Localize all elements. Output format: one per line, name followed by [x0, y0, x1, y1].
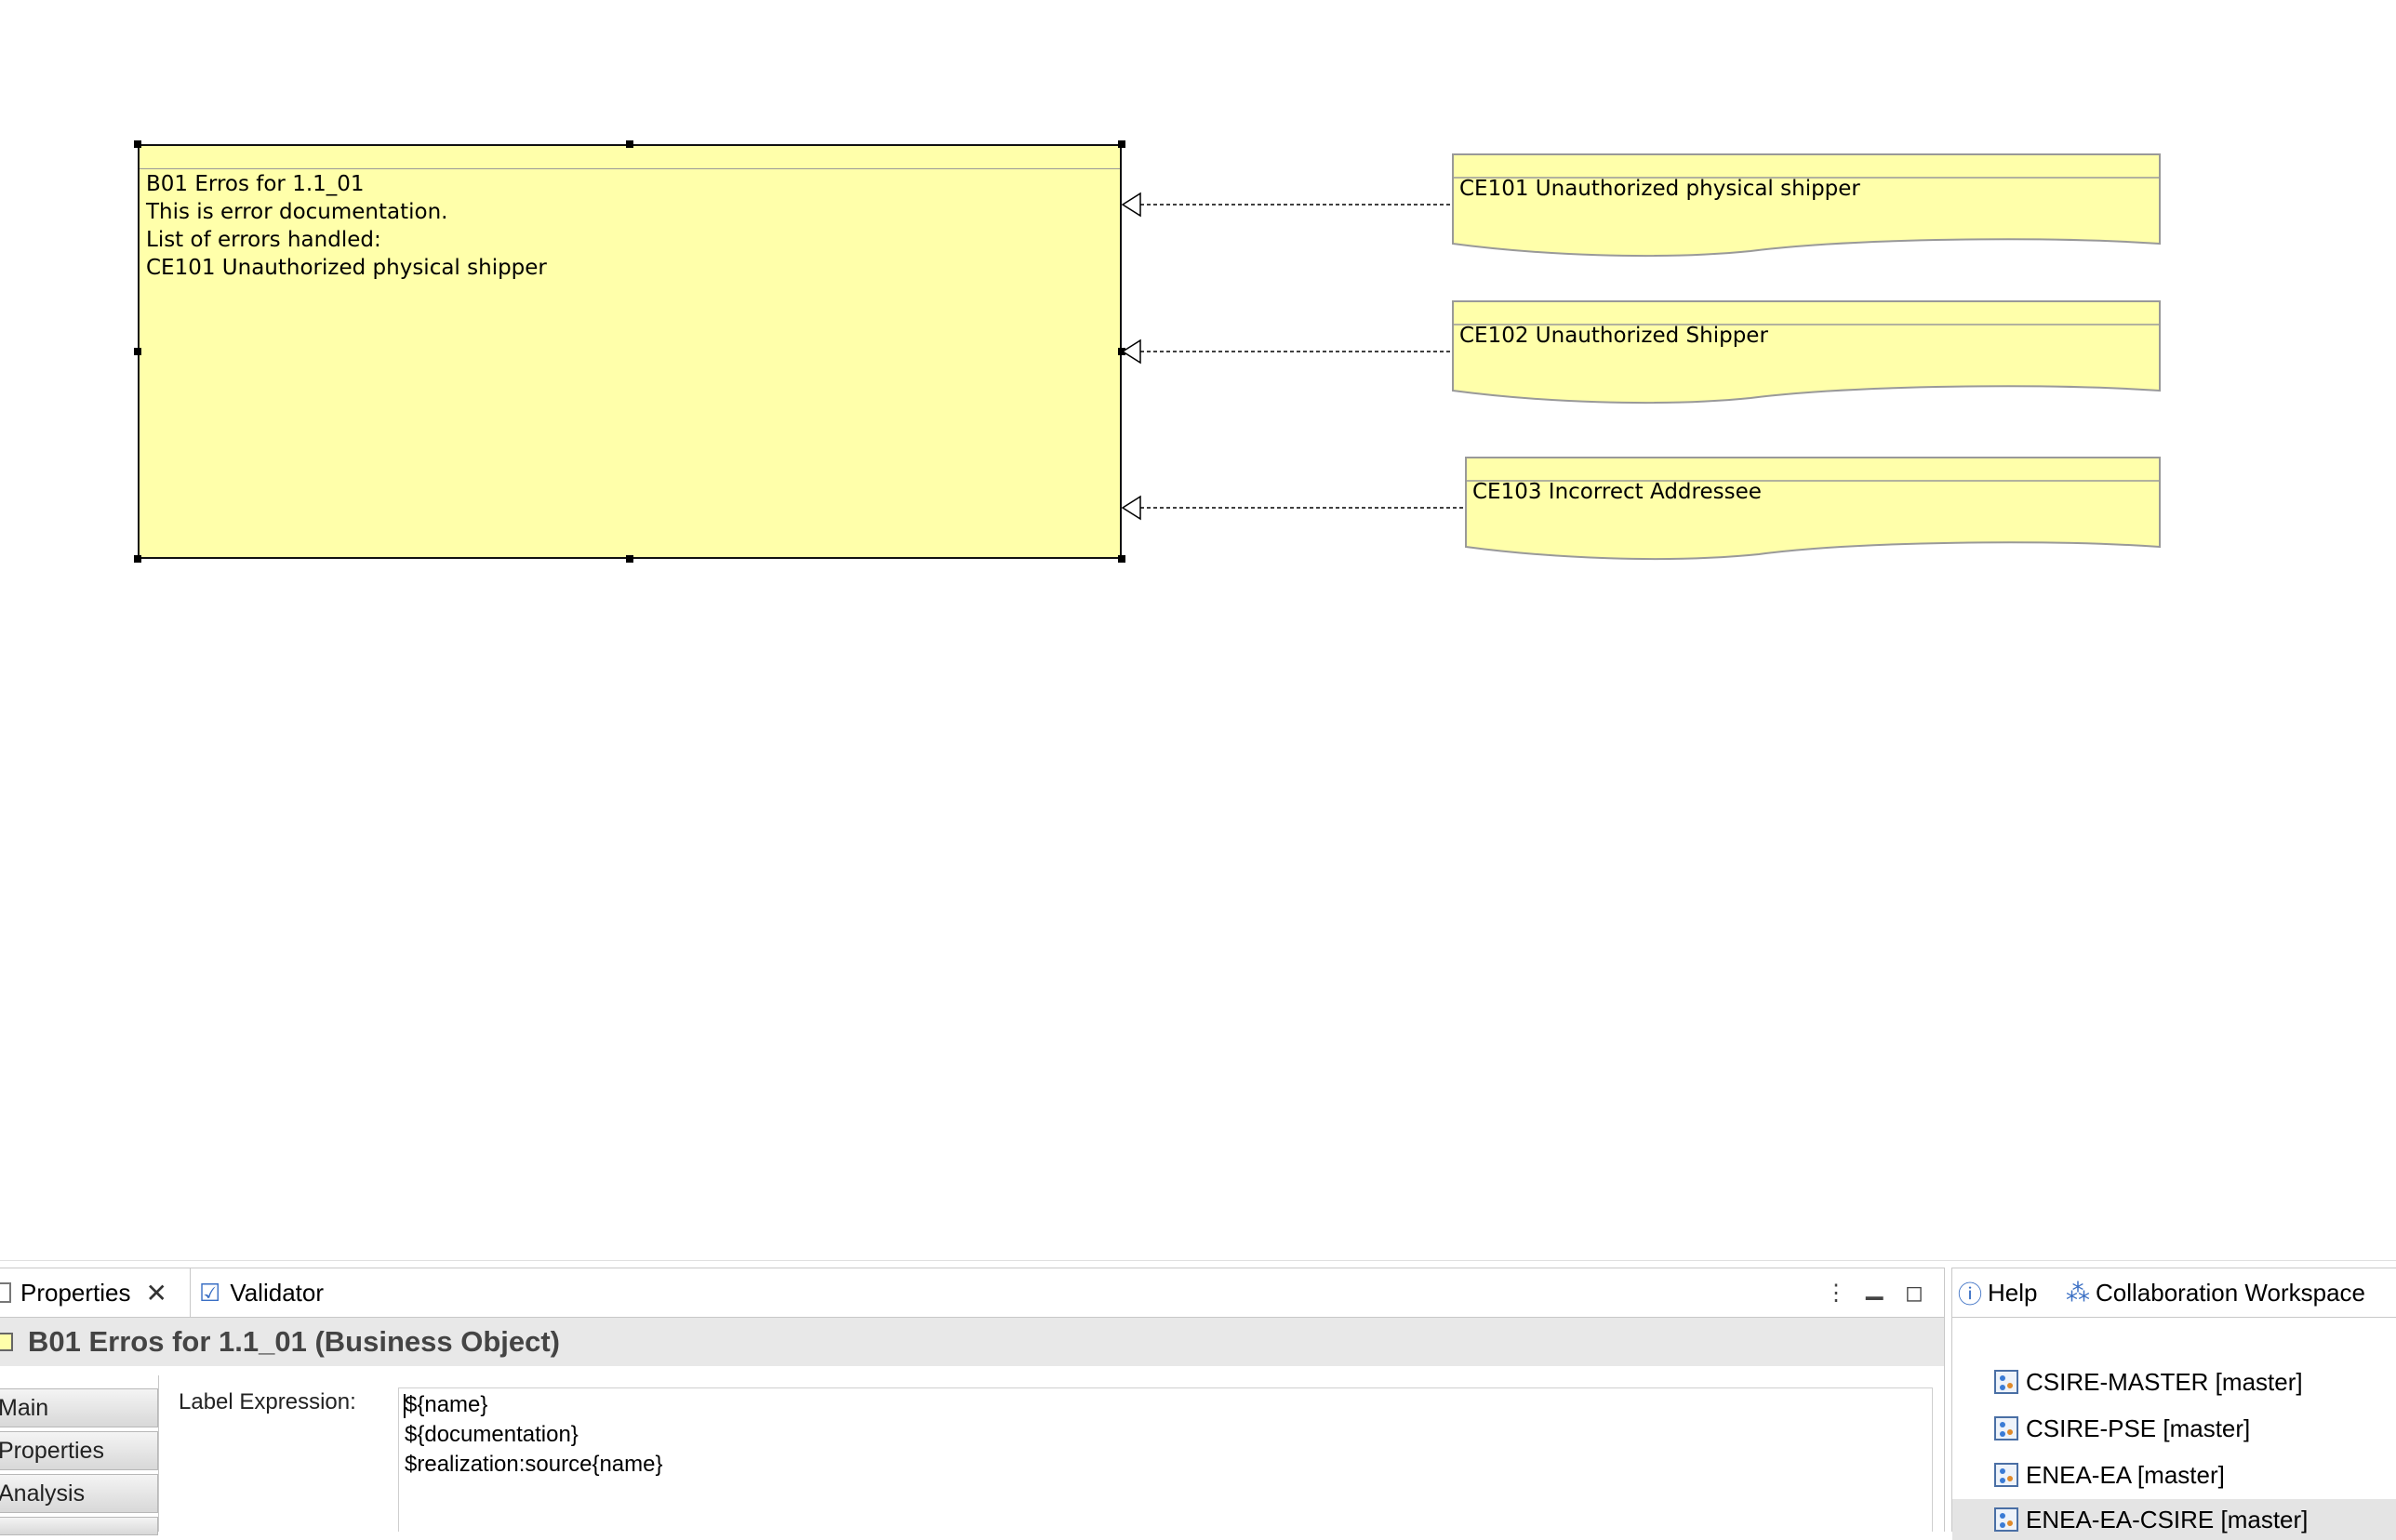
realization-connector[interactable]: [1116, 333, 1470, 389]
expression-line: ${name}: [405, 1392, 488, 1417]
repository-label: ENEA-EA [master]: [2026, 1460, 2225, 1489]
side-tab-more[interactable]: [0, 1517, 158, 1535]
note-header: [140, 146, 1120, 169]
main-note-line: B01 Erros for 1.1_01: [146, 172, 365, 196]
side-tab-label: Properties: [0, 1437, 104, 1464]
collaboration-panel: ⓘ Help ⁂ Collaboration Workspace CSIRE-M…: [1951, 1268, 2396, 1540]
repository-icon: [1994, 1416, 2018, 1440]
close-icon[interactable]: ✕: [145, 1278, 167, 1308]
tab-label: Properties: [20, 1278, 131, 1307]
side-tab-label: Analysis: [0, 1480, 86, 1507]
properties-titlebar: B01 Erros for 1.1_01 (Business Object): [0, 1318, 1944, 1366]
repository-item[interactable]: ENEA-EA [master]: [1994, 1454, 2396, 1495]
expression-line: ${documentation}: [405, 1422, 579, 1447]
divider: [158, 1375, 159, 1532]
collab-tabbar: ⓘ Help ⁂ Collaboration Workspace: [1952, 1268, 2396, 1318]
note-shape: [1452, 153, 2161, 258]
main-note-line: This is error documentation.: [146, 200, 448, 224]
repository-icon: [1994, 1463, 2018, 1487]
maximize-icon[interactable]: ◻: [1905, 1281, 1923, 1306]
repository-item[interactable]: CSIRE-PSE [master]: [1994, 1408, 2396, 1449]
error-note-text: CE103 Incorrect Addressee: [1472, 480, 1762, 504]
error-note-text: CE101 Unauthorized physical shipper: [1459, 177, 1860, 201]
help-icon: ⓘ: [1958, 1280, 1983, 1308]
repository-label: ENEA-EA-CSIRE [master]: [2026, 1505, 2309, 1533]
note-shape: [1452, 300, 2161, 405]
resize-handle-sw[interactable]: [134, 555, 141, 563]
resize-handle-se[interactable]: [1118, 555, 1125, 563]
collaboration-icon: ⁂: [2066, 1278, 2090, 1307]
error-note-text: CE102 Unauthorized Shipper: [1459, 324, 1768, 348]
side-tab-label: Main: [0, 1394, 49, 1421]
repository-icon: [1994, 1507, 2018, 1532]
tab-label: Help: [1988, 1278, 2038, 1307]
text-caret: [404, 1394, 406, 1418]
label-expression-field[interactable]: ${name} ${documentation} $realization:so…: [398, 1387, 1933, 1532]
tab-label: Collaboration Workspace: [2096, 1278, 2365, 1307]
tab-help[interactable]: ⓘ Help: [1958, 1268, 2058, 1317]
repository-item-selected[interactable]: ENEA-EA-CSIRE [master]: [1952, 1499, 2396, 1540]
validator-icon: ☑: [199, 1278, 221, 1307]
main-note-line: CE101 Unauthorized physical shipper: [146, 256, 547, 280]
repository-label: CSIRE-PSE [master]: [2026, 1414, 2251, 1442]
properties-tabbar: Properties ✕ ☑ Validator ⋮ ▁ ◻: [0, 1268, 1944, 1318]
note-shape: [1465, 457, 2161, 561]
view-menu-icon[interactable]: ⋮: [1825, 1281, 1847, 1306]
repository-icon: [1994, 1370, 2018, 1394]
repository-item[interactable]: CSIRE-MASTER [master]: [1994, 1361, 2396, 1402]
side-tab-properties[interactable]: Properties: [0, 1431, 158, 1470]
main-note-line: List of errors handled:: [146, 228, 381, 252]
tab-properties[interactable]: Properties ✕: [0, 1268, 191, 1317]
realization-connector[interactable]: [1116, 489, 1479, 545]
business-object-icon: [0, 1333, 13, 1351]
minimize-icon[interactable]: ▁: [1866, 1275, 1884, 1300]
resize-handle-w[interactable]: [134, 348, 141, 355]
tab-label: Validator: [230, 1278, 324, 1307]
error-note[interactable]: CE103 Incorrect Addressee: [1465, 457, 2161, 561]
side-tab-analysis[interactable]: Analysis: [0, 1474, 158, 1513]
properties-panel: Properties ✕ ☑ Validator ⋮ ▁ ◻ B01 Erros…: [0, 1268, 1945, 1535]
canvas-separator: [0, 1260, 2396, 1261]
page-title: B01 Erros for 1.1_01 (Business Object): [28, 1325, 561, 1358]
error-note[interactable]: CE101 Unauthorized physical shipper: [1452, 153, 2161, 258]
resize-handle-n[interactable]: [626, 140, 633, 148]
expression-line: $realization:source{name}: [405, 1452, 663, 1477]
properties-icon: [0, 1282, 11, 1303]
tab-collaboration-workspace[interactable]: ⁂ Collaboration Workspace: [2058, 1268, 2396, 1317]
tab-validator[interactable]: ☑ Validator: [199, 1268, 357, 1317]
resize-handle-nw[interactable]: [134, 140, 141, 148]
error-note[interactable]: CE102 Unauthorized Shipper: [1452, 300, 2161, 405]
realization-connector[interactable]: [1116, 186, 1470, 521]
resize-handle-s[interactable]: [626, 555, 633, 563]
repository-label: CSIRE-MASTER [master]: [2026, 1367, 2303, 1396]
label-expression-label: Label Expression:: [179, 1389, 356, 1414]
resize-handle-ne[interactable]: [1118, 140, 1125, 148]
side-tab-main[interactable]: Main: [0, 1388, 158, 1427]
